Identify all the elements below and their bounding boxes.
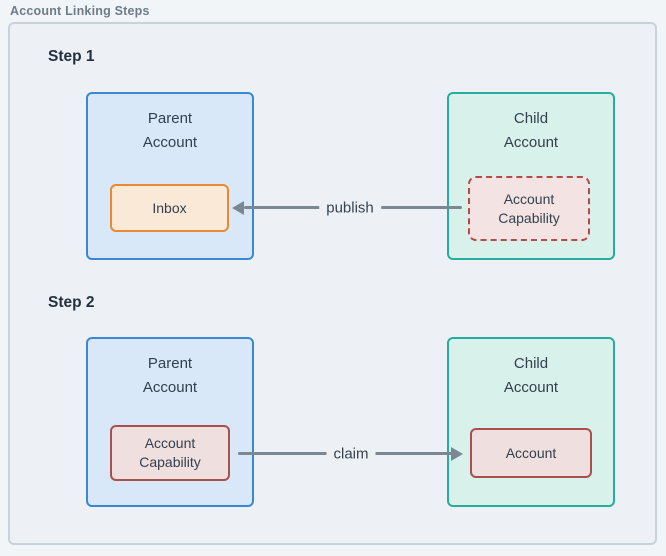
step2-parent-account-title: Parent Account <box>142 355 198 396</box>
step2-child-account-node: Child Account <box>447 337 615 507</box>
step-1-label: Step 1 <box>48 48 95 65</box>
diagram-group-title: Account Linking Steps <box>10 4 150 18</box>
claim-arrow-label: claim <box>326 445 376 463</box>
publish-arrowhead-icon <box>232 201 244 215</box>
step-2-label: Step 2 <box>48 294 95 311</box>
step1-parent-account-node: Parent Account <box>86 92 254 260</box>
step1-account-capability-node: Account Capability <box>468 176 590 241</box>
step2-parent-account-node: Parent Account <box>86 337 254 507</box>
step1-child-account-title: Child Account <box>503 110 559 151</box>
claim-arrowhead-icon <box>451 447 463 461</box>
step1-parent-account-title: Parent Account <box>142 110 198 151</box>
step2-account-capability-node: Account Capability <box>110 425 230 481</box>
step2-child-account-title: Child Account <box>503 355 559 396</box>
step2-account-node: Account <box>470 428 592 478</box>
publish-arrow-label: publish <box>319 199 381 217</box>
step1-inbox-node: Inbox <box>110 184 229 232</box>
